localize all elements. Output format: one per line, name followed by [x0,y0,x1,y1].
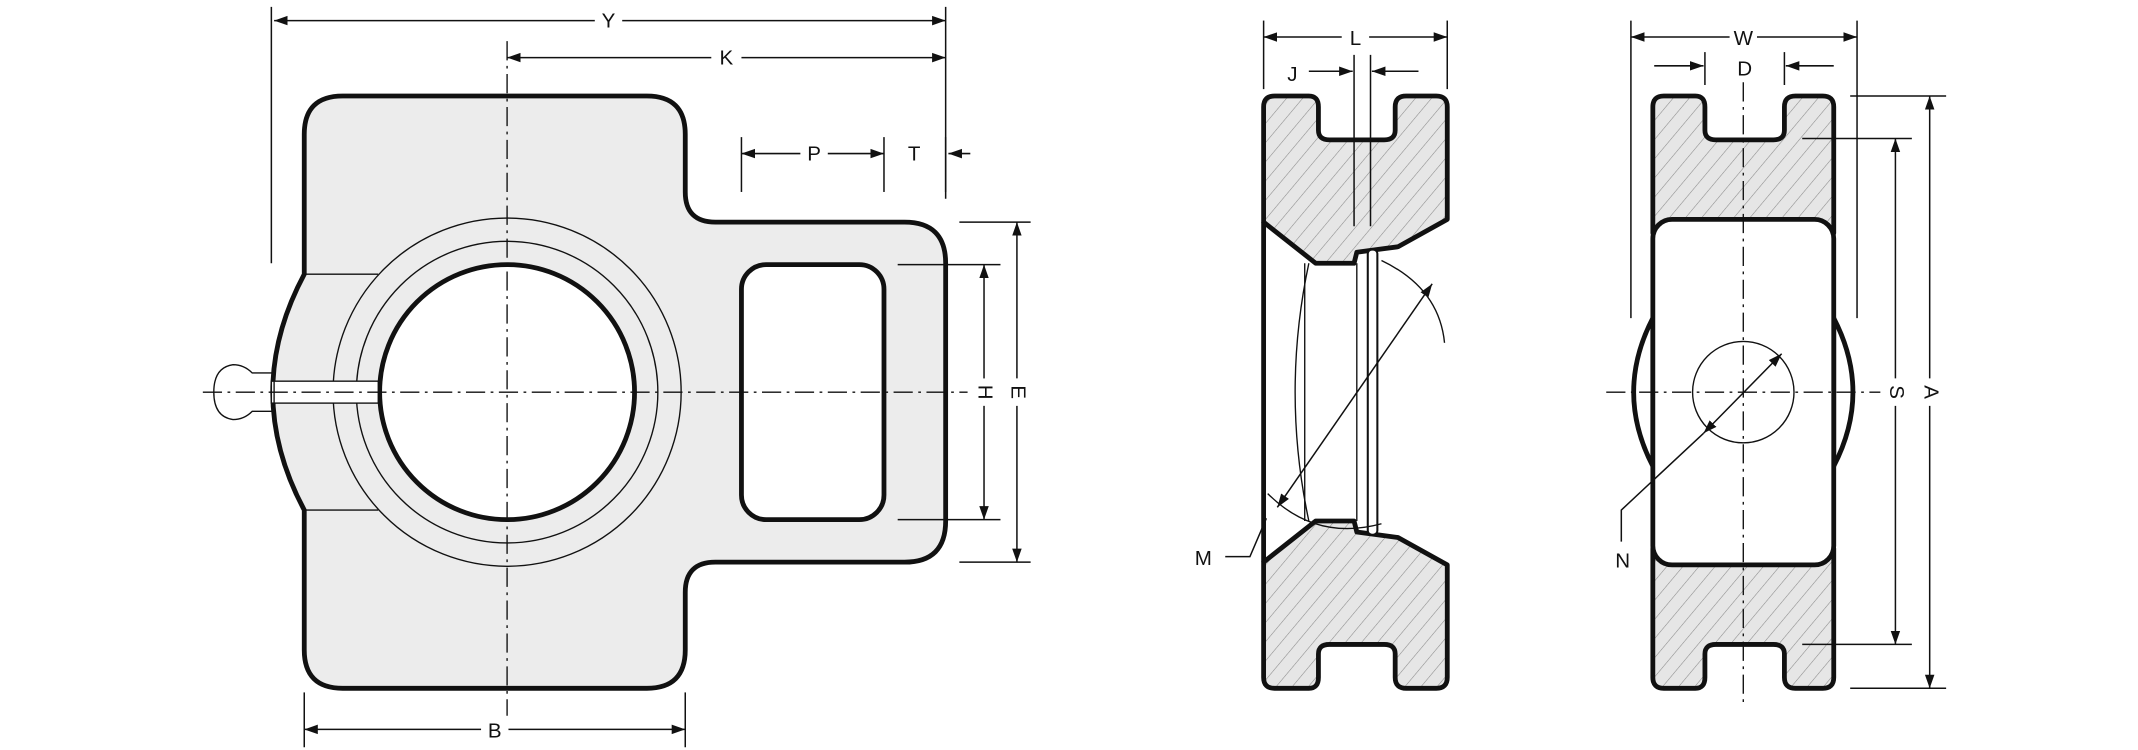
dim-label-e: E [1006,385,1029,399]
dim-label-k: K [720,46,734,69]
bore-side [1691,340,1795,444]
dim-label-t: T [908,142,921,165]
section-top-hatch [1261,93,1450,266]
dim-label-d: D [1737,57,1752,80]
dim-label-w: W [1734,27,1754,50]
seal [1366,248,1379,536]
dim-label-n: N [1615,550,1630,573]
dim-label-s: S [1885,385,1908,399]
dim-label-y: Y [602,9,616,32]
dim-label-a: A [1919,385,1942,399]
front-view: Y K P T H E B [202,6,1031,748]
dim-label-h: H [974,385,997,400]
dim-label-l: L [1350,27,1361,50]
dim-label-b: B [488,720,502,743]
dim-label-p: P [807,142,821,165]
section-bottom-hatch [1261,518,1450,691]
side-view: N W D S A [1606,20,1947,703]
section-view: M L J [1195,20,1450,691]
dim-label-m: M [1195,547,1212,570]
dim-label-j: J [1287,63,1297,86]
